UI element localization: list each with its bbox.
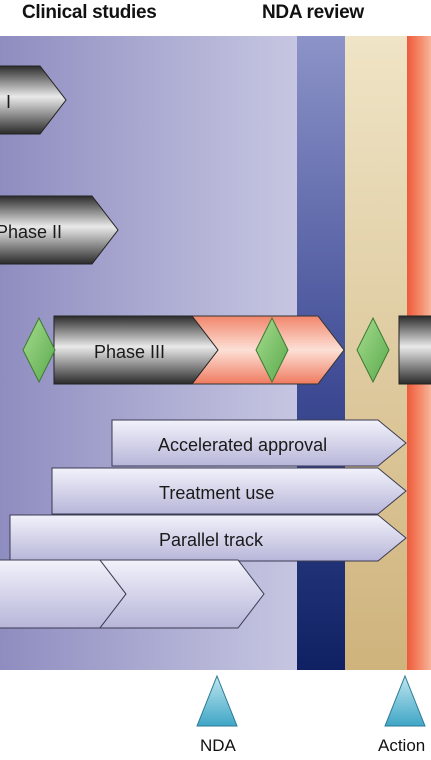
parallel-track-arrow: Parallel track	[9, 514, 407, 562]
nda-review-header: NDA review	[262, 2, 364, 23]
phase-2-arrow: Phase II	[0, 195, 119, 265]
nda-marker-triangle	[196, 674, 238, 727]
accelerated-approval-arrow: Accelerated approval	[111, 419, 407, 467]
milestone-diamond-2	[255, 316, 289, 384]
phase-3-label: Phase III	[94, 342, 165, 362]
milestone-diamond-3	[356, 316, 390, 384]
post-approval-arrow	[398, 315, 431, 385]
phase-1-label: I	[6, 92, 11, 112]
clinical-studies-header: Clinical studies	[22, 2, 157, 23]
phase-2-label: Phase II	[0, 222, 62, 242]
treatment-use-arrow: Treatment use	[51, 467, 407, 515]
lower-chevron-arrow	[0, 559, 265, 629]
accelerated-approval-label: Accelerated approval	[158, 435, 327, 455]
action-marker-triangle	[384, 674, 426, 727]
action-marker-label: Action	[378, 736, 426, 755]
milestone-diamond-1	[22, 316, 56, 384]
phase-3-row: Phase III	[22, 315, 431, 385]
phase-3-arrow	[53, 315, 219, 385]
parallel-track-label: Parallel track	[159, 530, 264, 550]
treatment-use-label: Treatment use	[159, 483, 274, 503]
phase-1-arrow: I	[0, 65, 67, 135]
nda-marker-label: NDA	[200, 736, 236, 755]
